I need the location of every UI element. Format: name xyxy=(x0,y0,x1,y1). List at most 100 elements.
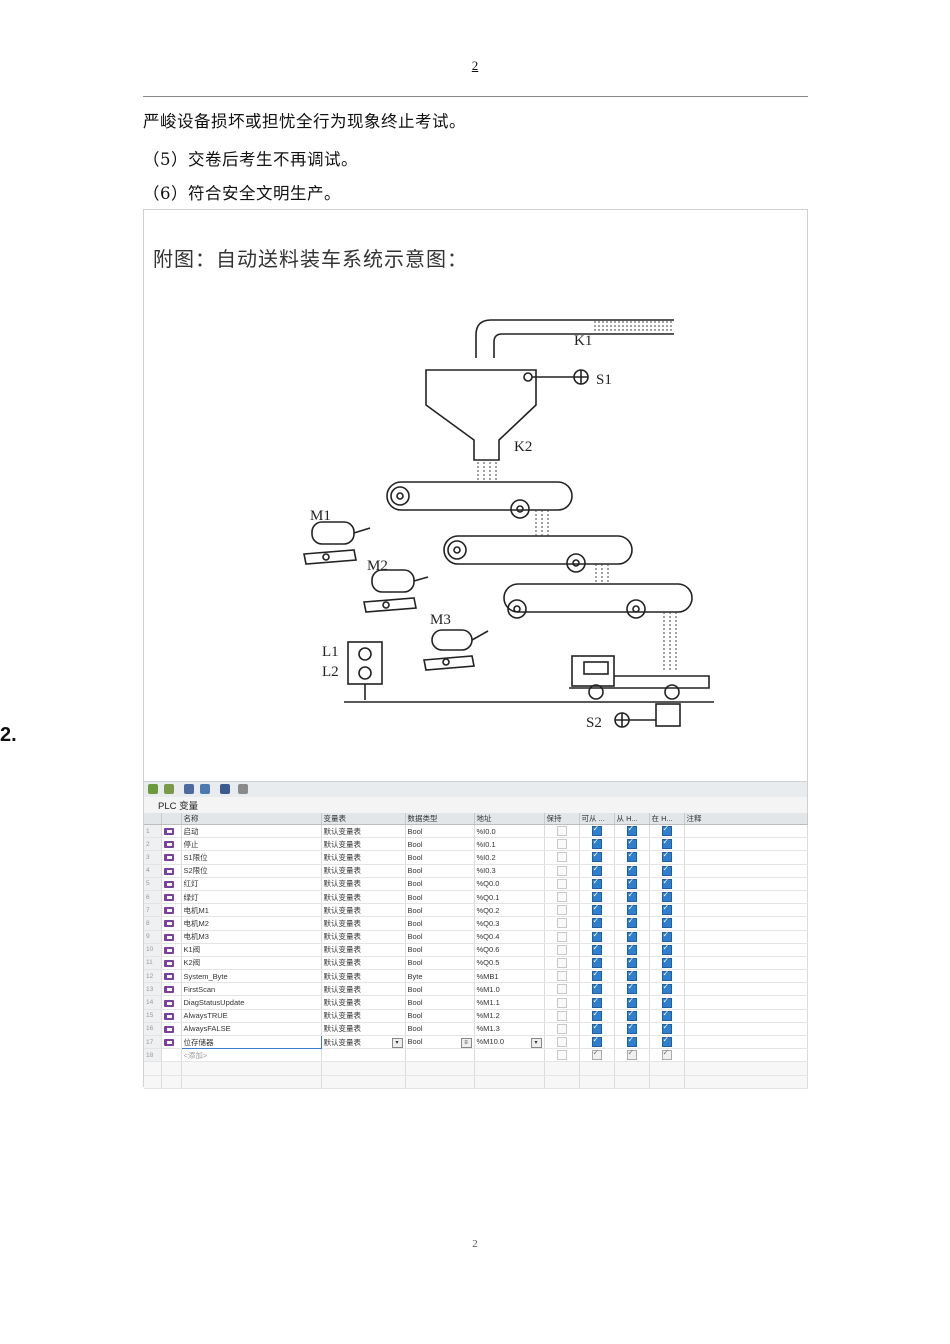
writable-hmi-cell-checkbox[interactable] xyxy=(626,996,637,1008)
variable-table[interactable]: 默认变量表 xyxy=(321,903,406,918)
insert-row-icon[interactable] xyxy=(164,784,174,794)
accessible-hmi-cell-checkbox[interactable] xyxy=(591,917,602,929)
writable-hmi-cell-checkbox[interactable] xyxy=(626,851,637,863)
retain-cell-checkbox[interactable] xyxy=(556,971,567,982)
dropdown-arrow-icon[interactable]: ▾ xyxy=(530,1037,542,1048)
retain-cell-checkbox[interactable] xyxy=(556,997,567,1008)
accessible-hmi-cell-checkbox[interactable] xyxy=(591,851,602,863)
variable-table[interactable]: 默认变量表 xyxy=(321,930,406,944)
accessible-hmi-cell-checkbox[interactable] xyxy=(591,970,602,982)
col-header-name[interactable]: 名称 xyxy=(181,813,322,825)
writable-hmi-cell-checkbox[interactable] xyxy=(626,1009,637,1021)
variable-table[interactable]: 默认变量表 xyxy=(321,956,406,971)
address[interactable]: %Q0.3 xyxy=(474,916,545,931)
writable-hmi-cell-checkbox[interactable] xyxy=(626,917,637,929)
data-type[interactable]: Bool xyxy=(405,930,475,944)
retain-cell-checkbox[interactable] xyxy=(556,852,567,863)
variable-name[interactable]: FirstScan xyxy=(181,982,322,997)
col-header-visible[interactable]: 在 H... xyxy=(649,813,685,825)
retain-cell-checkbox[interactable] xyxy=(556,931,567,942)
retain-cell-checkbox[interactable] xyxy=(556,865,567,876)
variable-table[interactable]: 默认变量表 xyxy=(321,916,406,931)
writable-hmi-cell-checkbox[interactable] xyxy=(626,930,637,942)
writable-hmi-cell-checkbox[interactable] xyxy=(626,1022,637,1034)
retain-cell-checkbox[interactable] xyxy=(556,878,567,889)
address[interactable]: %Q0.6 xyxy=(474,943,545,957)
accessible-hmi-cell-checkbox[interactable] xyxy=(591,1049,602,1061)
address[interactable]: %I0.0 xyxy=(474,824,545,839)
visible-hmi-cell-checkbox[interactable] xyxy=(661,970,672,982)
data-type[interactable]: Bool xyxy=(405,877,475,891)
visible-hmi-cell-checkbox[interactable] xyxy=(661,877,672,889)
variable-table[interactable]: 默认变量表 xyxy=(321,864,406,878)
data-type[interactable]: Bool xyxy=(405,1009,475,1023)
address[interactable]: %Q0.2 xyxy=(474,903,545,918)
variable-name[interactable]: 红灯 xyxy=(181,877,322,891)
data-type[interactable]: Bool xyxy=(405,982,475,997)
retain-cell-checkbox[interactable] xyxy=(556,944,567,955)
variable-name[interactable]: 停止 xyxy=(181,837,322,852)
variable-table[interactable]: 默认变量表 xyxy=(321,850,406,865)
data-type[interactable]: Bool xyxy=(405,956,475,971)
variable-name[interactable]: 电机M2 xyxy=(181,916,322,931)
address[interactable]: %M1.1 xyxy=(474,995,545,1010)
visible-hmi-cell-checkbox[interactable] xyxy=(661,1022,672,1034)
comment[interactable] xyxy=(684,890,808,905)
visible-hmi-cell-checkbox[interactable] xyxy=(661,851,672,863)
writable-hmi-cell-checkbox[interactable] xyxy=(626,877,637,889)
variable-table[interactable]: 默认变量表 xyxy=(321,1009,406,1023)
comment[interactable] xyxy=(684,824,808,839)
writable-hmi-cell-checkbox[interactable] xyxy=(626,970,637,982)
col-header-address[interactable]: 地址 xyxy=(474,813,545,825)
accessible-hmi-cell-checkbox[interactable] xyxy=(591,996,602,1008)
variable-name-input[interactable]: 位存储器 xyxy=(180,1034,322,1050)
writable-hmi-cell-checkbox[interactable] xyxy=(626,838,637,850)
variable-table[interactable]: 默认变量表 xyxy=(321,969,406,984)
retain-cell-checkbox[interactable] xyxy=(556,1037,567,1048)
col-header-writable[interactable]: 从 H... xyxy=(614,813,650,825)
retain-cell-checkbox[interactable] xyxy=(556,1050,567,1061)
comment[interactable] xyxy=(684,864,808,878)
variable-name[interactable]: 电机M3 xyxy=(181,930,322,944)
comment[interactable] xyxy=(684,1009,808,1023)
accessible-hmi-cell-checkbox[interactable] xyxy=(591,877,602,889)
address[interactable]: %I0.3 xyxy=(474,864,545,878)
comment[interactable] xyxy=(684,837,808,852)
data-type-select[interactable]: ≡Bool xyxy=(405,1035,475,1050)
variable-name[interactable]: K1阀 xyxy=(181,943,322,957)
address[interactable]: %Q0.4 xyxy=(474,930,545,944)
data-type[interactable]: Bool xyxy=(405,837,475,852)
visible-hmi-cell-checkbox[interactable] xyxy=(661,917,672,929)
visible-hmi-cell-checkbox[interactable] xyxy=(661,930,672,942)
visible-hmi-cell-checkbox[interactable] xyxy=(661,1049,672,1061)
variable-table[interactable]: 默认变量表 xyxy=(321,995,406,1010)
retain-cell-checkbox[interactable] xyxy=(556,957,567,968)
address[interactable]: %I0.1 xyxy=(474,837,545,852)
add-row[interactable]: 18<添加> xyxy=(144,1048,808,1063)
retain-cell-checkbox[interactable] xyxy=(556,905,567,916)
data-type[interactable]: Bool xyxy=(405,1022,475,1037)
export-icon[interactable] xyxy=(184,784,194,794)
variable-table[interactable]: 默认变量表 xyxy=(321,890,406,905)
retain-cell-checkbox[interactable] xyxy=(556,918,567,929)
accessible-hmi-cell-checkbox[interactable] xyxy=(591,904,602,916)
variable-name[interactable]: K2阀 xyxy=(181,956,322,971)
variable-name[interactable]: 电机M1 xyxy=(181,903,322,918)
data-type[interactable]: Byte xyxy=(405,969,475,984)
data-type[interactable]: Bool xyxy=(405,864,475,878)
variable-name[interactable]: System_Byte xyxy=(181,969,322,984)
comment[interactable] xyxy=(684,943,808,957)
comment[interactable] xyxy=(684,1035,808,1050)
address[interactable]: %M1.2 xyxy=(474,1009,545,1023)
comment[interactable] xyxy=(684,877,808,891)
accessible-hmi-cell-checkbox[interactable] xyxy=(591,864,602,876)
visible-hmi-cell-checkbox[interactable] xyxy=(661,943,672,955)
